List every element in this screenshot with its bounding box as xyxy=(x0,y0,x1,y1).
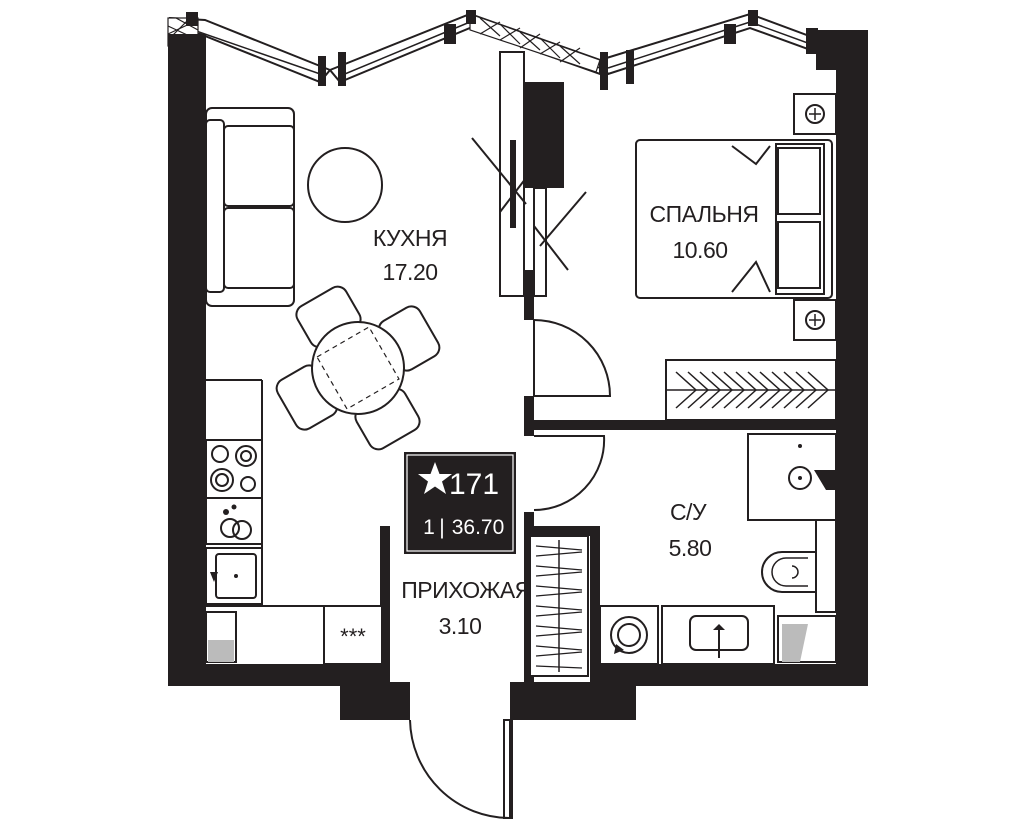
bathroom-cabinet xyxy=(777,615,837,663)
round-rug xyxy=(307,147,383,223)
bedroom-name: СПАЛЬНЯ xyxy=(650,201,759,227)
kitchen-cabinet xyxy=(205,611,237,663)
door-swing-bathroom xyxy=(533,435,606,512)
room-label-hallway: ПРИХОЖАЯ 3.10 xyxy=(401,577,531,639)
toilet xyxy=(761,519,837,613)
star-icon xyxy=(418,462,452,494)
badge-separator: | xyxy=(439,516,444,539)
nightstand-bottom xyxy=(793,299,837,341)
entrance-door xyxy=(409,719,513,819)
bed xyxy=(635,139,833,299)
nightstand-top xyxy=(793,93,837,135)
bathroom-name: С/У xyxy=(670,499,707,525)
apartment-badge: 171 1 | 36.70 xyxy=(404,452,516,554)
walls xyxy=(168,30,868,720)
hallway-area: 3.10 xyxy=(439,613,482,639)
kitchen-unit xyxy=(205,439,263,605)
room-count: 1 xyxy=(423,516,435,539)
door-swing-kitchen xyxy=(533,319,612,397)
hallway-wardrobe xyxy=(529,535,589,677)
apartment-number: 171 xyxy=(449,468,499,501)
sofa xyxy=(205,107,295,307)
room-label-kitchen: КУХНЯ 17.20 xyxy=(373,225,448,285)
shower xyxy=(747,433,837,521)
storage-marks: *** xyxy=(340,624,366,649)
room-label-bedroom: СПАЛЬНЯ 10.60 xyxy=(650,201,759,263)
bathroom-area: 5.80 xyxy=(669,535,712,561)
sliding-door xyxy=(471,51,587,297)
windows xyxy=(167,10,822,90)
dining-table xyxy=(275,285,441,451)
kitchen-name: КУХНЯ xyxy=(373,225,447,251)
bedroom-wardrobe xyxy=(665,359,837,421)
total-area: 36.70 xyxy=(452,516,505,539)
bedroom-area: 10.60 xyxy=(672,237,727,263)
hallway-name: ПРИХОЖАЯ xyxy=(401,577,531,603)
washing-machine xyxy=(599,605,659,665)
storage-cabinet: *** xyxy=(323,605,383,665)
kitchen-area: 17.20 xyxy=(382,259,437,285)
room-label-bathroom: С/У 5.80 xyxy=(669,499,712,561)
bathroom-sink xyxy=(661,605,775,665)
